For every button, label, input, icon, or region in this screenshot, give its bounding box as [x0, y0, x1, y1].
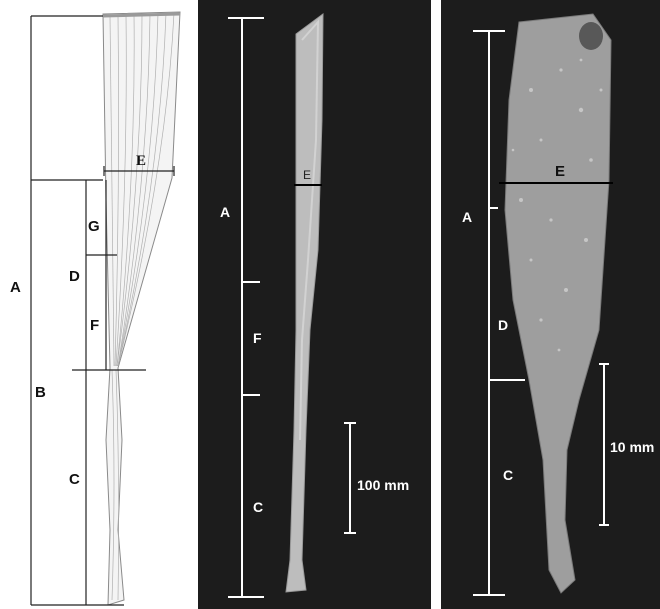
photo-close-tendon [505, 14, 611, 593]
sketch-label-c: C [69, 471, 80, 488]
sketch-label-a: A [10, 279, 21, 296]
sketch-label-g: G [88, 218, 100, 235]
sketch-label-d: D [69, 268, 80, 285]
photo-full-label-c: C [253, 499, 263, 515]
photo-full-scale-bar [344, 423, 356, 533]
photo-close-svg: A D C E 10 mm [441, 0, 660, 609]
photo-close-scale-bar [599, 364, 609, 525]
photo-close-label-d: D [498, 317, 508, 333]
photo-close-label-c: C [503, 467, 513, 483]
photo-full-svg: A F C E 100 mm [198, 0, 431, 609]
photo-close-panel: A D C E 10 mm [441, 0, 660, 609]
sketch-label-e: E [136, 153, 146, 169]
photo-full-label-f: F [253, 330, 262, 346]
sketch-label-b: B [35, 384, 46, 401]
sketch-label-f: F [90, 317, 99, 334]
sketch-svg: A B C D E F G [0, 0, 195, 609]
sketch-top-edge [103, 14, 180, 16]
photo-close-label-e: E [555, 163, 565, 180]
photo-full-label-e: E [303, 168, 311, 182]
photo-close-label-a: A [462, 209, 472, 225]
photo-close-dark-spot [579, 22, 603, 50]
sketch-tendon-outline [103, 12, 180, 605]
sketch-bracket-a [31, 16, 103, 180]
photo-full-panel: A F C E 100 mm [198, 0, 431, 609]
photo-close-scale-label: 10 mm [610, 439, 654, 455]
sketch-panel: A B C D E F G [0, 0, 195, 609]
photo-full-scale-label: 100 mm [357, 477, 409, 493]
photo-full-label-a: A [220, 204, 230, 220]
